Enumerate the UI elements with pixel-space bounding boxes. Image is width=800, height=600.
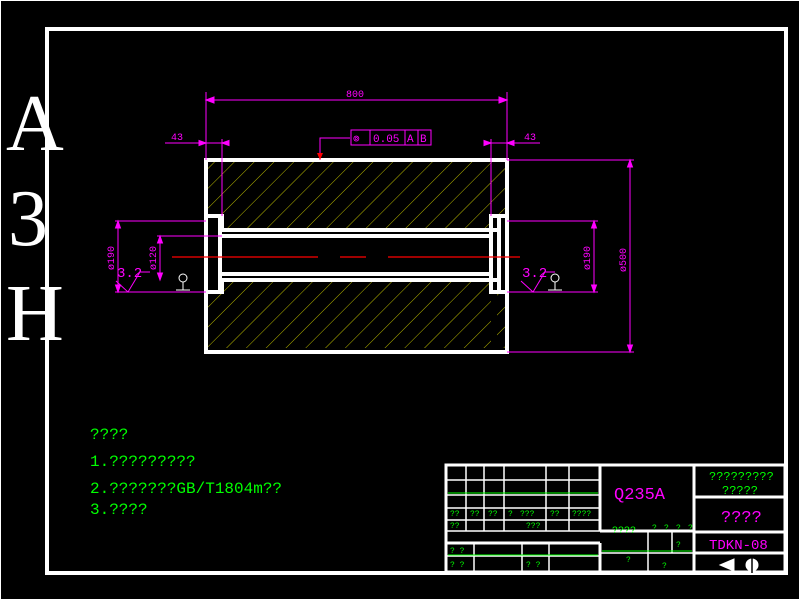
roughness-right: 3.2 [522, 266, 547, 282]
dim-shoulder-right: 43 [524, 133, 536, 144]
note-item-1: 1.????????? [90, 453, 196, 471]
tb-cell: ? [664, 524, 669, 533]
dim-bore-left: ø190 [107, 246, 118, 270]
tb-cell: ???? [572, 510, 591, 519]
datum-marks [176, 273, 562, 291]
material-label: Q235A [614, 486, 666, 505]
roughness-left: 3.2 [117, 266, 142, 282]
dim-bore-right: ø190 [583, 246, 594, 270]
notes-title: ???? [90, 426, 128, 444]
concentricity-icon: ⊚ [353, 134, 360, 146]
tb-cell: ?? [450, 510, 460, 519]
part-name-label: ???? [721, 509, 762, 528]
tb-cell: ? [688, 524, 693, 533]
datum-b: B [420, 134, 427, 146]
tolerance-value: 0.05 [373, 134, 399, 146]
tb-cell: ??? [526, 522, 541, 531]
title-block: Q235A ????????? ????? ???? TDKN-08 ???? … [444, 463, 787, 574]
tb-cell: ? [652, 524, 657, 533]
projection-symbol-icon [718, 557, 759, 573]
technical-notes: ???? 1.????????? 2.???????GB/T1804m?? 3.… [90, 426, 282, 519]
tb-cell: ? [508, 510, 513, 519]
tb-cell: ??? [520, 510, 535, 519]
dimensions [114, 92, 634, 354]
tb-cell: ? [676, 541, 681, 550]
tb-cell: ? ? [450, 547, 465, 556]
sheet-size-code: A 3 H [6, 80, 64, 358]
tb-cell: ?? [450, 522, 460, 531]
tb-cell: ? ? [450, 561, 465, 570]
upper-wall-hatch [220, 162, 491, 230]
dim-overall-length: 800 [346, 90, 364, 101]
dim-inner-dia: ø120 [149, 246, 160, 270]
datum-a: A [407, 134, 414, 146]
dim-outer-dia: ø500 [619, 248, 630, 272]
part-section-view [172, 158, 520, 354]
company-line-2: ????? [722, 484, 758, 498]
size-letter-3: 3 [8, 175, 48, 263]
tb-cell: ?? [470, 510, 480, 519]
tb-cell: ? [626, 556, 631, 565]
size-letter-h: H [6, 270, 64, 358]
size-letter-a: A [6, 80, 64, 168]
tb-cell: ?? [550, 510, 560, 519]
tb-cell: ? [676, 524, 681, 533]
drawing-number: TDKN-08 [709, 538, 768, 554]
note-item-2: 2.???????GB/T1804m?? [90, 480, 282, 498]
company-line-1: ????????? [709, 470, 774, 484]
lower-wall-hatch [220, 280, 491, 348]
tb-cell: ? [662, 562, 667, 571]
note-item-3: 3.???? [90, 501, 148, 519]
tb-cell: ?? [488, 510, 498, 519]
tb-cell: ? ? [526, 561, 541, 570]
scale-label: ???? [612, 526, 636, 537]
dim-shoulder-left: 43 [171, 133, 183, 144]
